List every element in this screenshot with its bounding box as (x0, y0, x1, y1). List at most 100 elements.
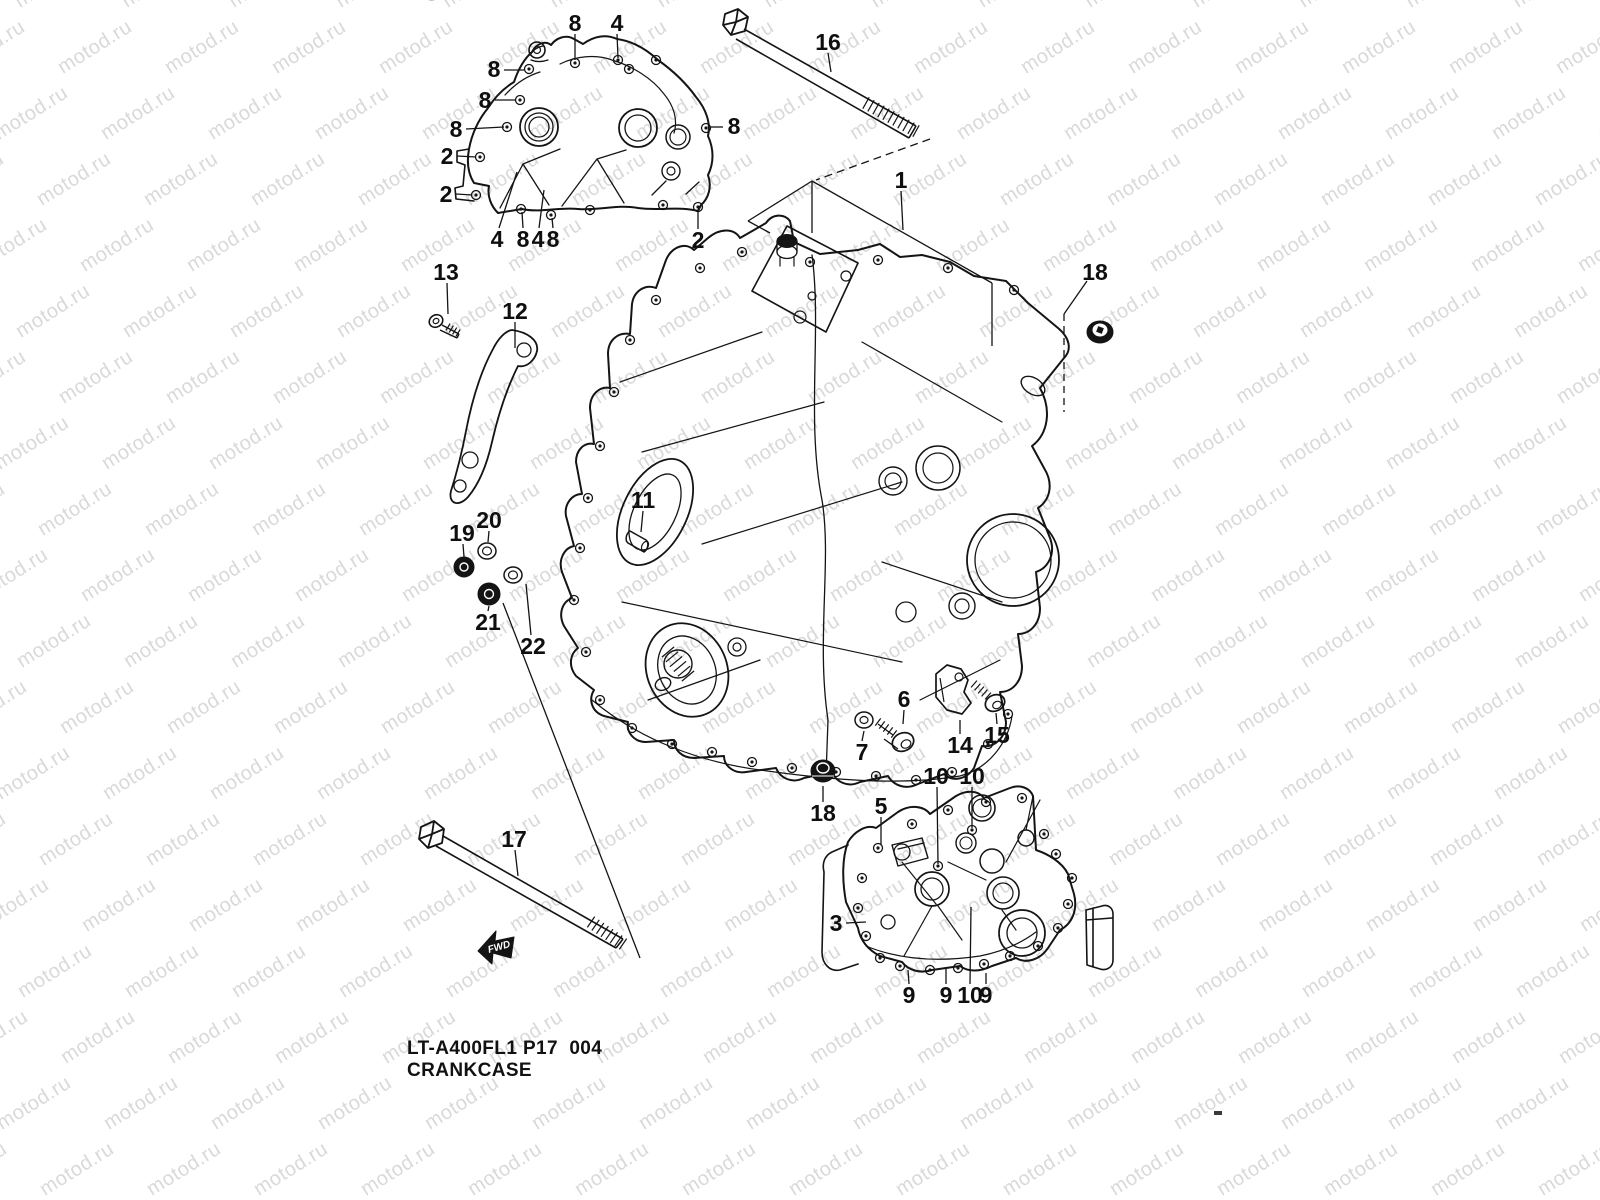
bolt-boss-dot-center (598, 444, 602, 448)
thread-tick (448, 325, 454, 333)
bolt-boss-dot-center (1020, 796, 1024, 800)
bracket-12-drawing (449, 329, 539, 504)
callout-leader-22 (525, 583, 532, 636)
bolt-boss-dot-center (914, 778, 918, 782)
thread-tick (882, 724, 890, 732)
thread-tick (970, 680, 978, 688)
bolt-boss-dot-center (970, 828, 974, 832)
bolt-boss-dot-center (518, 98, 522, 102)
callout-number-9: 9 (940, 982, 953, 1008)
callout-number-17: 17 (501, 826, 527, 852)
bolt-boss-dot-center (928, 968, 932, 972)
thread-tick (984, 692, 992, 700)
callout-leader-13 (446, 282, 449, 315)
bolt-boss-dot (623, 63, 635, 75)
construction-line (747, 180, 813, 222)
bolt-boss-dot (650, 54, 662, 66)
callout-number-18: 18 (1082, 259, 1108, 285)
bolt-boss-dot-center (1070, 876, 1074, 880)
bolt-boss-dot (624, 334, 636, 346)
callout-number-20: 20 (476, 507, 502, 533)
bracket-14-drawing (935, 664, 972, 715)
bolt-boss-dot (574, 542, 586, 554)
callout-number-9: 9 (980, 982, 993, 1008)
callout-number-10: 10 (923, 763, 949, 789)
callout-number-8: 8 (569, 10, 582, 36)
thread-tick (452, 327, 458, 335)
bolt-boss-dot-center (584, 650, 588, 654)
callout-number-7: 7 (856, 739, 869, 765)
callout-number-4: 4 (491, 226, 504, 252)
thread-tick (874, 718, 882, 726)
bolt-boss-dot-center (878, 956, 882, 960)
plug-19-drawing (453, 556, 475, 578)
bolt-boss-dot-center (654, 58, 658, 62)
bolt-boss-dot-center (1056, 926, 1060, 930)
thread-tick (677, 665, 691, 677)
callout-number-22: 22 (520, 633, 546, 659)
callout-leader-7 (861, 730, 865, 742)
callout-leader-2 (456, 155, 477, 158)
callout-number-2: 2 (692, 227, 705, 253)
bolt-boss-dot (1004, 950, 1016, 962)
bolt-boss-dot (706, 746, 718, 758)
bolt-boss-dot (1062, 898, 1074, 910)
bolt-boss-dot-center (898, 964, 902, 968)
bolt-boss-dot (804, 256, 816, 268)
bolt-boss-dot (942, 262, 954, 274)
thread-tick (882, 108, 890, 121)
callout-number-19: 19 (449, 520, 475, 546)
callout-number-14: 14 (947, 732, 973, 758)
thread-tick (614, 935, 623, 947)
bolt-boss-dot (666, 738, 678, 750)
bolt-boss-dot (1032, 940, 1044, 952)
callout-leader-4 (498, 171, 518, 229)
thread-tick (878, 721, 886, 729)
bolt-boss-dot-center (876, 846, 880, 850)
bolt-boss-dot (1008, 284, 1020, 296)
stray-mark (1214, 1111, 1222, 1115)
bolt-boss-dot-center (808, 260, 812, 264)
thread-tick (609, 932, 619, 944)
callout-leader-11 (640, 510, 644, 533)
bolt-boss-dot (982, 738, 994, 750)
callout-number-8: 8 (488, 56, 501, 82)
bolt-boss-dot (608, 386, 620, 398)
through-bolt-16-drawing (722, 8, 917, 139)
bolt-boss-dot-center (956, 966, 960, 970)
callout-number-6: 6 (898, 686, 911, 712)
fwd-direction-marker: FWD (477, 930, 515, 965)
bolt-boss-dot-center (936, 864, 940, 868)
bolt-boss-dot-center (572, 598, 576, 602)
thread-tick (586, 916, 596, 928)
bolt-boss-dot-center (578, 546, 582, 550)
thread-tick (977, 686, 985, 694)
bolt-boss-dot (594, 440, 606, 452)
bolt-boss-dot-center (986, 742, 990, 746)
construction-line (811, 180, 993, 284)
bolt-boss-dot (852, 902, 864, 914)
bolt-boss-dot-center (586, 496, 590, 500)
figure-number-title: FIG.4 (391, 0, 471, 6)
bolt-boss-dot (910, 774, 922, 786)
thread-tick (887, 111, 895, 123)
bolt-boss-dot-center (519, 207, 523, 211)
bolt-boss-dot (978, 958, 990, 970)
bolt-boss-dot (872, 842, 884, 854)
callout-number-10: 10 (959, 763, 985, 789)
callout-number-8: 8 (479, 87, 492, 113)
callout-leader-8 (551, 217, 554, 229)
bolt-boss-dot-center (704, 126, 708, 130)
bolt-boss-dot-center (860, 876, 864, 880)
callout-number-9: 9 (903, 982, 916, 1008)
callout-leader-6 (902, 709, 905, 725)
callout-leader-21 (487, 605, 490, 612)
thread-tick (867, 99, 875, 112)
bolt-boss-dot-center (670, 742, 674, 746)
callout-number-8: 8 (517, 226, 530, 252)
thread-tick (445, 323, 451, 331)
bolt-boss-dot-center (616, 58, 620, 62)
callout-number-11: 11 (631, 487, 656, 513)
